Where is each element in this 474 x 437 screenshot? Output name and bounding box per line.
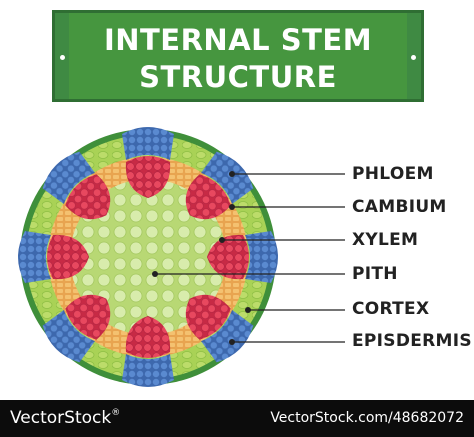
vascular-bundle — [42, 294, 111, 363]
title-line-1: INTERNAL STEM — [103, 23, 373, 57]
label-pith: PITH — [352, 264, 398, 284]
vascular-bundle — [207, 231, 278, 283]
leader-cambium — [229, 204, 345, 210]
title-line-2: STRUCTURE — [139, 60, 337, 94]
label-epidermis: EPISDERMIS — [352, 331, 472, 351]
vascular-bundle — [122, 127, 174, 198]
banner-rivet-right — [411, 55, 416, 60]
footer-brand[interactable]: VectorStock® — [10, 408, 120, 428]
vascular-bundle — [185, 151, 254, 220]
vascular-bundle — [185, 294, 254, 363]
label-cortex: CORTEX — [352, 299, 430, 319]
label-xylem: XYLEM — [352, 230, 419, 250]
vascular-bundle — [18, 231, 89, 283]
leader-cortex — [245, 307, 345, 313]
banner-rivet-left — [60, 55, 65, 60]
leader-epidermis — [229, 339, 345, 345]
title-banner-inner — [69, 13, 407, 99]
leader-pith — [152, 271, 345, 277]
leader-xylem — [219, 237, 345, 243]
footer-url[interactable]: VectorStock.com/48682072 — [270, 410, 464, 426]
stem-cross-section-diagram — [18, 127, 345, 387]
title-banner: INTERNAL STEM STRUCTURE — [52, 10, 424, 102]
leader-phloem — [229, 171, 345, 177]
vascular-bundle — [122, 316, 174, 387]
label-cambium: CAMBIUM — [352, 197, 447, 217]
vascular-bundle — [42, 151, 111, 220]
footer-bar: VectorStock® VectorStock.com/48682072 — [0, 400, 474, 437]
footer-brand-name: VectorStock — [10, 408, 112, 428]
footer-registered-mark: ® — [111, 408, 121, 418]
label-phloem: PHLOEM — [352, 164, 434, 184]
pith — [70, 179, 226, 335]
